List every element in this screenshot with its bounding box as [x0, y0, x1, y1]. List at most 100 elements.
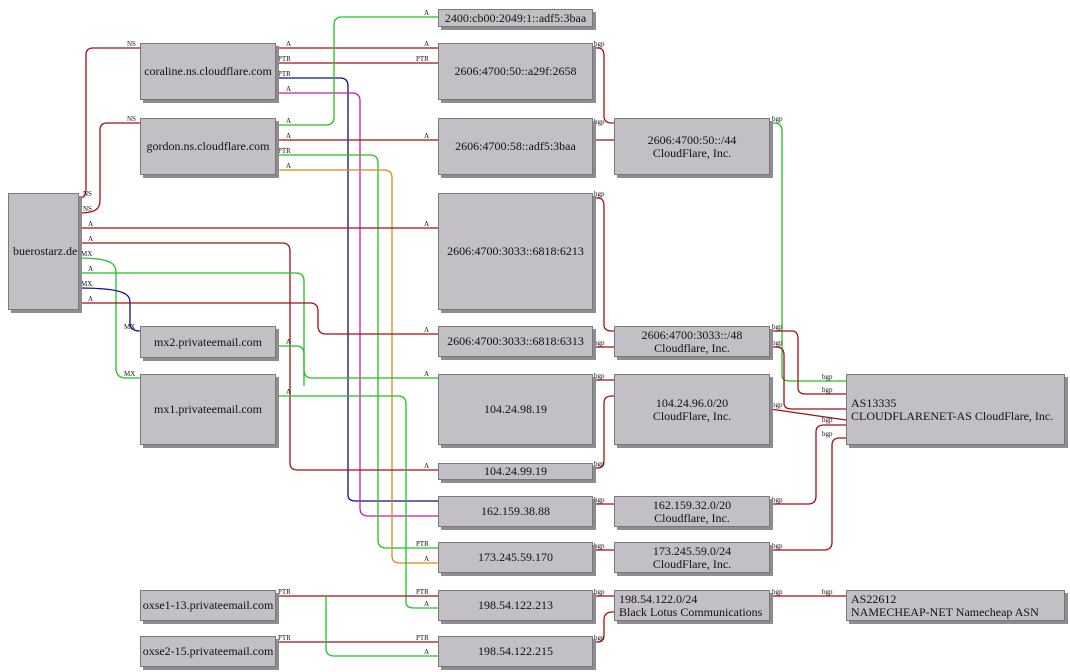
node-ip-a29f[interactable]: 2606:4700:50::a29f:2658 [438, 43, 593, 100]
node-label: 2400:cb00:2049:1::adf5:3baa [444, 10, 587, 25]
edge-label-a: A [88, 220, 93, 228]
edge-label-a: A [88, 235, 93, 243]
edge-label-mx: MX [124, 323, 135, 331]
edge-label-bgp: bgp [772, 339, 783, 347]
edge-label-bgp: bgp [772, 323, 783, 331]
edge-label-bgp: bgp [594, 496, 605, 504]
edge-label-a: A [424, 132, 429, 140]
edge-label-bgp: bgp [594, 118, 605, 126]
node-label: 104.24.98.19 [484, 402, 547, 416]
edge-label-a: A [286, 85, 291, 93]
edge-label-a: A [286, 117, 291, 125]
edge-label-bgp: bgp [594, 634, 605, 642]
edge-label-bgp: bgp [772, 542, 783, 550]
edge-label-mx: MX [81, 250, 92, 258]
edge-label-bgp: bgp [822, 386, 833, 394]
edge-label-bgp: bgp [822, 373, 833, 381]
node-net-173[interactable]: 173.245.59.0/24 CloudFlare, Inc. [614, 542, 770, 573]
edge-label-a: A [424, 9, 429, 17]
edge-bgp-net104 [769, 408, 847, 421]
edge-a-9819 [79, 272, 438, 379]
node-label: 2606:4700:50::/44 CloudFlare, Inc. [647, 132, 737, 160]
node-ip-162[interactable]: 162.159.38.88 [438, 496, 593, 527]
edge-bgp-215 [593, 611, 614, 643]
edge-label-a: A [424, 40, 429, 48]
node-ip-215[interactable]: 198.54.122.215 [438, 636, 593, 667]
edge-ptr-gordon-173 [276, 154, 438, 549]
node-ip-9919[interactable]: 104.24.99.19 [438, 463, 593, 480]
node-label: 2606:4700:50::a29f:2658 [454, 64, 577, 78]
node-net-50-44[interactable]: 2606:4700:50::/44 CloudFlare, Inc. [614, 118, 770, 175]
node-ip-6313[interactable]: 2606:4700:3033::6818:6313 [438, 326, 593, 357]
edge-label-a: A [424, 326, 429, 334]
edge-ns-gordon [78, 122, 140, 214]
node-label: AS13335 CLOUDFLARENET-AS CloudFlare, Inc… [851, 395, 1054, 423]
edge-label-ptr: PTR [278, 588, 291, 596]
edge-label-ns: NS [83, 205, 92, 213]
edge-label-mx: MX [81, 280, 92, 288]
edge-label-a: A [88, 265, 93, 273]
node-label: 198.54.122.215 [478, 644, 553, 658]
node-mx2[interactable]: mx2.privateemail.com [140, 326, 276, 358]
edge-bgp-net162 [770, 424, 846, 505]
edge-label-a: A [424, 648, 429, 656]
node-ip-213[interactable]: 198.54.122.213 [438, 590, 593, 621]
edge-bgp-net173 [770, 437, 846, 551]
node-label: buerostarz.de [13, 244, 78, 258]
edge-bgp-net50 [770, 122, 846, 382]
node-coraline[interactable]: coraline.ns.cloudflare.com [140, 43, 276, 100]
edge-a-mx2 [276, 345, 305, 386]
edge-mx-mx1 [78, 257, 140, 379]
edge-label-a: A [424, 370, 429, 378]
edge-label-bgp: bgp [772, 496, 783, 504]
edge-label-bgp: bgp [594, 372, 605, 380]
edge-label-a: A [286, 132, 291, 140]
node-ip-58[interactable]: 2606:4700:58::adf5:3baa [438, 118, 593, 175]
node-mx1[interactable]: mx1.privateemail.com [140, 374, 276, 445]
edge-bgp-6213 [593, 197, 614, 332]
node-label: 2606:4700:58::adf5:3baa [455, 139, 576, 153]
edge-label-bgp: bgp [772, 401, 783, 409]
node-label: 104.24.99.19 [484, 464, 547, 478]
edge-bgp-9919 [593, 395, 614, 469]
node-gordon[interactable]: gordon.ns.cloudflare.com [140, 118, 276, 175]
node-oxse2[interactable]: oxse2-15.privateemail.com [140, 636, 276, 667]
node-ip-9819[interactable]: 104.24.98.19 [438, 374, 593, 445]
node-net-104[interactable]: 104.24.96.0/20 CloudFlare, Inc. [614, 374, 770, 445]
node-label: 198.54.122.213 [478, 598, 553, 612]
edge-label-a: A [286, 40, 291, 48]
node-net-198[interactable]: 198.54.122.0/24 Black Lotus Communicatio… [614, 590, 770, 621]
node-oxse1[interactable]: oxse1-13.privateemail.com [140, 590, 276, 621]
edge-label-ptr: PTR [278, 634, 291, 642]
edge-label-bgp: bgp [822, 588, 833, 596]
edge-label-ptr: PTR [278, 147, 291, 155]
node-label: 173.245.59.170 [478, 550, 553, 564]
node-buerostarz[interactable]: buerostarz.de [8, 193, 79, 310]
node-label: 173.245.59.0/24 CloudFlare, Inc. [652, 543, 732, 571]
edge-label-mx: MX [124, 370, 135, 378]
edge-label-bgp: bgp [594, 339, 605, 347]
edge-mx-mx2 [78, 287, 141, 332]
edge-label-bgp: bgp [594, 460, 605, 468]
node-net-162[interactable]: 162.159.32.0/20 Cloudflare, Inc. [614, 496, 770, 527]
node-label: mx1.privateemail.com [154, 402, 262, 416]
node-label: mx2.privateemail.com [154, 334, 262, 349]
edge-ptr-coraline-162 [276, 77, 438, 502]
edge-label-a: A [286, 388, 291, 396]
node-net-3033-48[interactable]: 2606:4700:3033::/48 Cloudflare, Inc. [614, 326, 770, 357]
edge-label-ptr: PTR [416, 588, 429, 596]
node-ip-173[interactable]: 173.245.59.170 [438, 542, 593, 573]
node-label: 2606:4700:3033::6818:6313 [447, 334, 584, 348]
node-label: 2606:4700:3033::6818:6213 [447, 244, 584, 258]
node-as13335[interactable]: AS13335 CLOUDFLARENET-AS CloudFlare, Inc… [846, 374, 1065, 445]
node-ip-2400[interactable]: 2400:cb00:2049:1::adf5:3baa [438, 9, 593, 27]
edge-label-bgp: bgp [772, 588, 783, 596]
edge-label-bgp: bgp [594, 542, 605, 550]
edge-a-coraline-162 [276, 92, 438, 517]
node-label: 162.159.38.88 [481, 504, 550, 518]
node-as22612[interactable]: AS22612 NAMECHEAP-NET Namecheap ASN [846, 590, 1065, 621]
node-ip-6213[interactable]: 2606:4700:3033::6818:6213 [438, 193, 593, 310]
edge-label-a: A [424, 600, 429, 608]
edge-label-ptr: PTR [278, 70, 291, 78]
